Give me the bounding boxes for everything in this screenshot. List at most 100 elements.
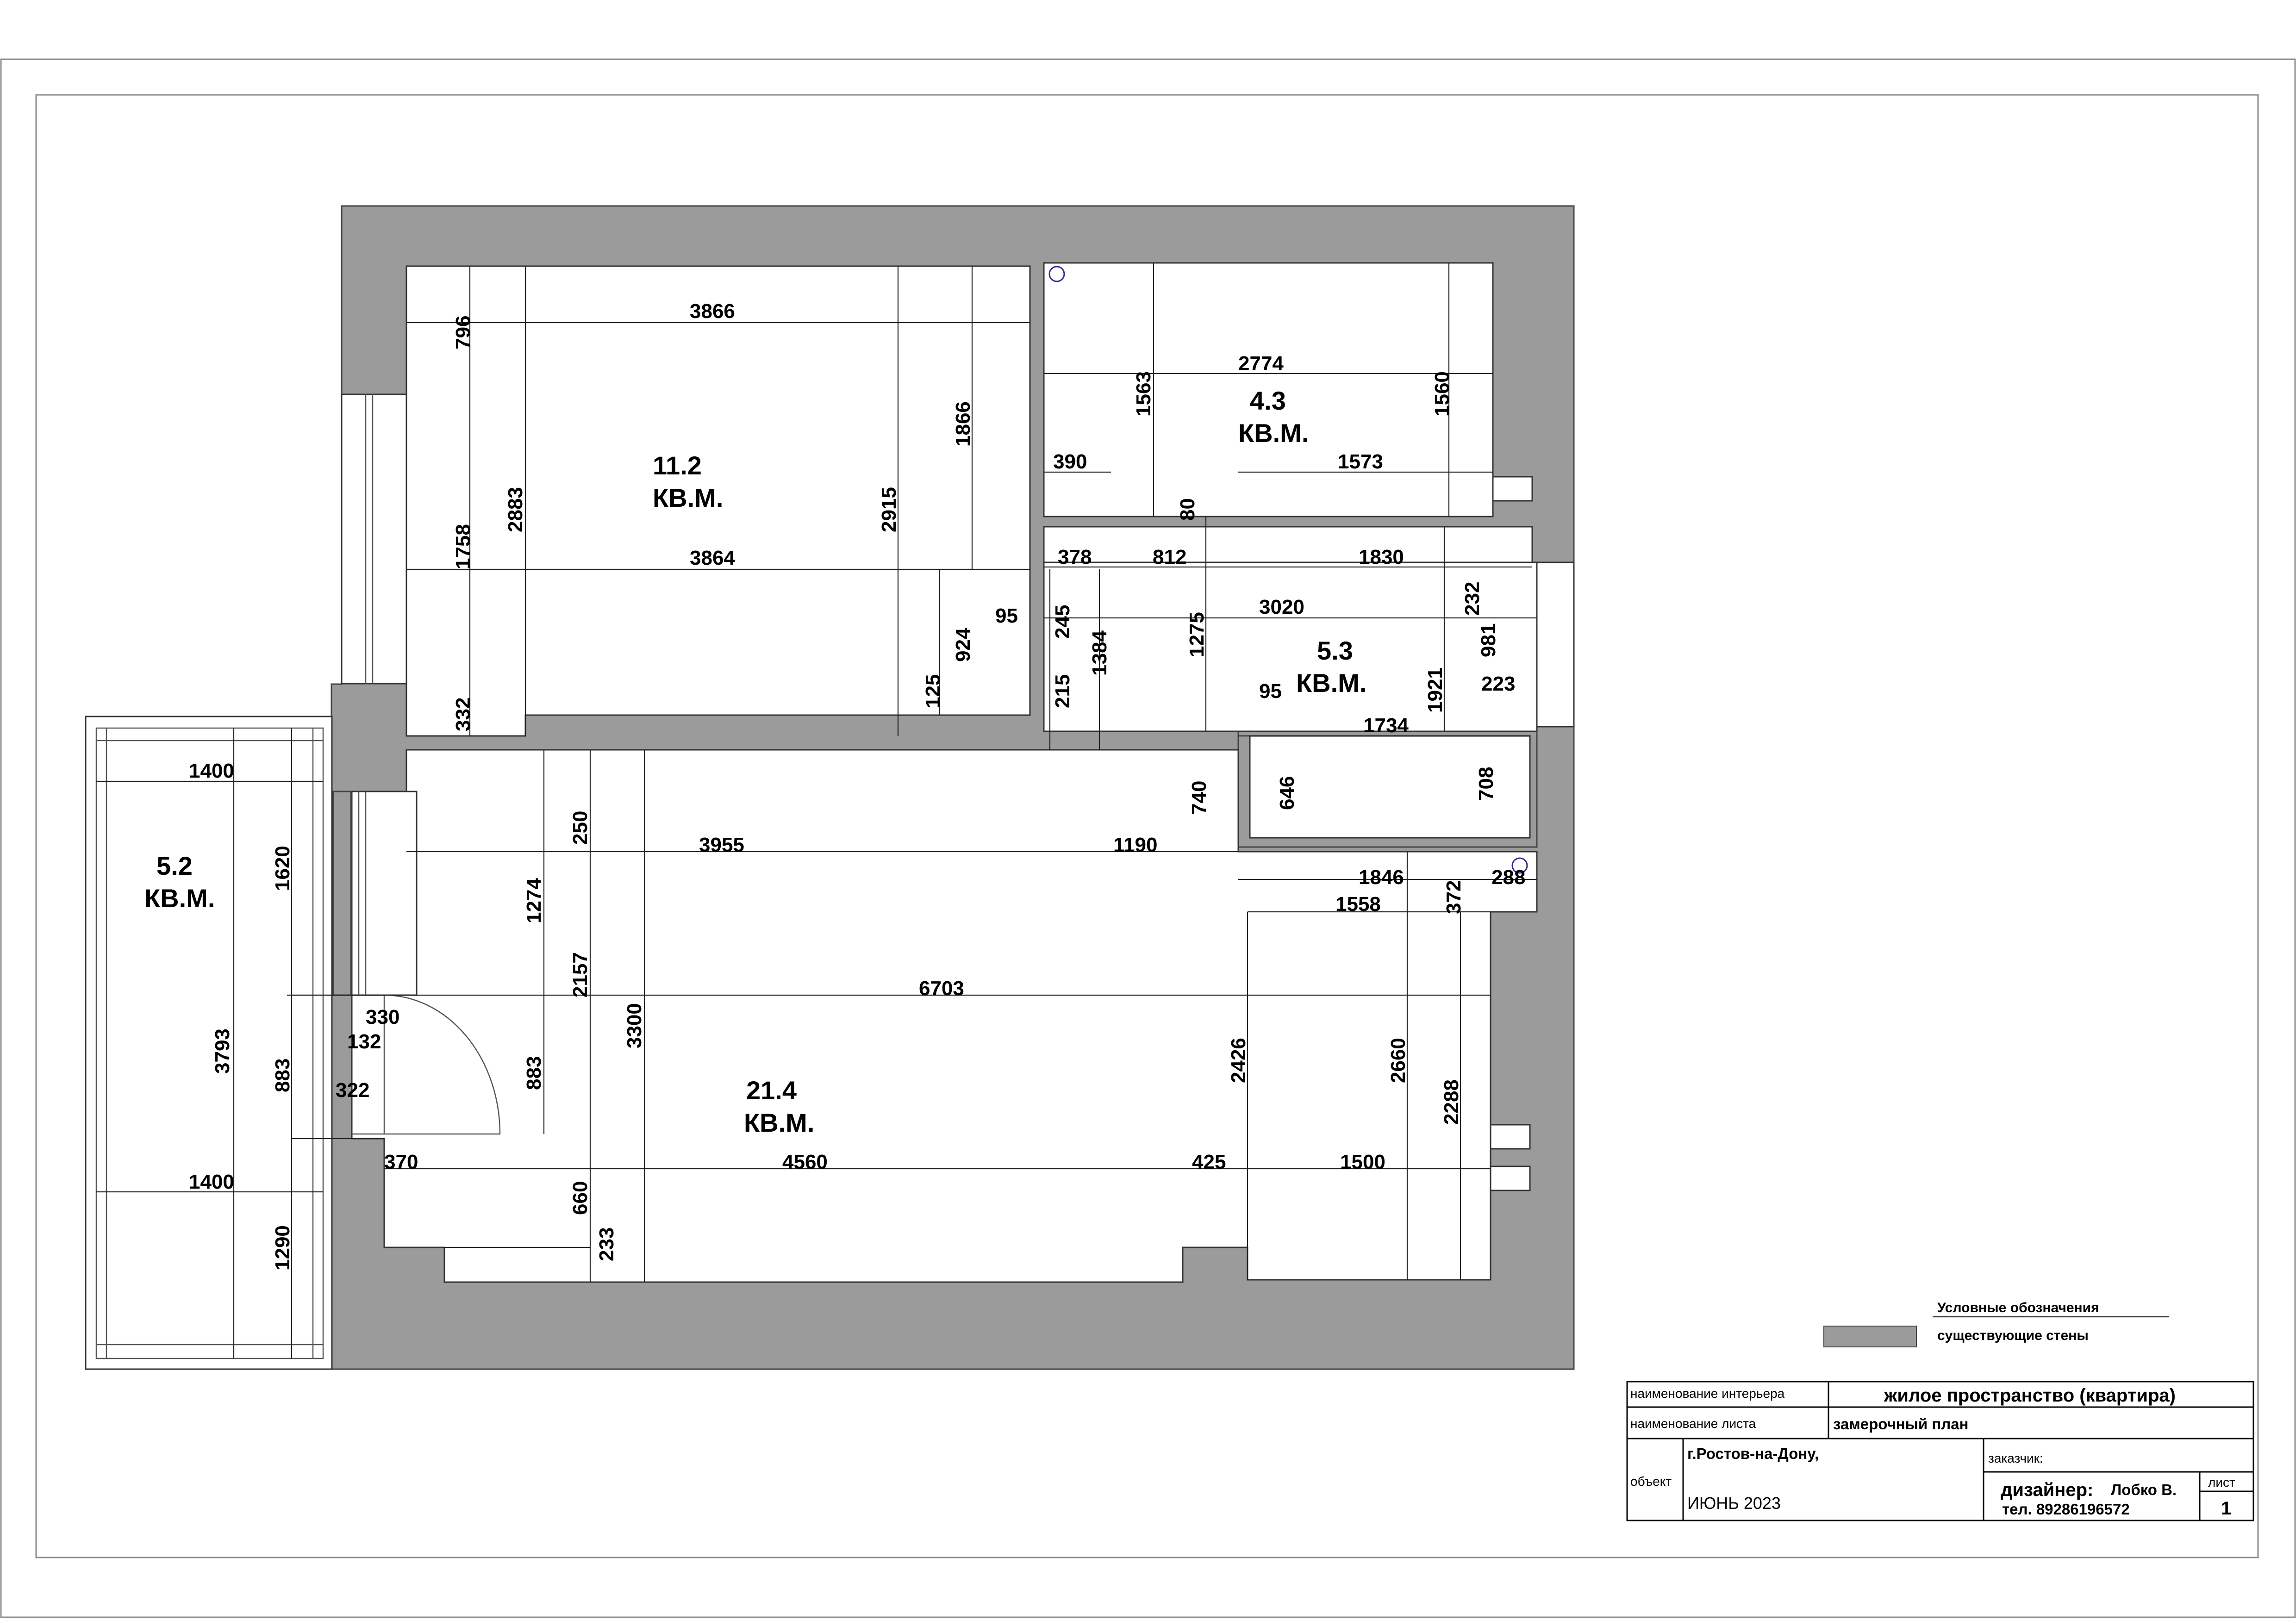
dim-1921: 1921 xyxy=(1424,667,1447,713)
dim-1290: 1290 xyxy=(271,1225,294,1271)
room-unit-5-3: КВ.М. xyxy=(1296,668,1366,698)
tb-designer-name: Лобко В. xyxy=(2111,1481,2177,1498)
dim-1400-a: 1400 xyxy=(189,760,234,782)
legend-wall-label: существующие стены xyxy=(1937,1328,2089,1343)
tb-object-label: объект xyxy=(1630,1474,1672,1489)
dim-3300: 3300 xyxy=(623,1003,646,1048)
dim-2288: 2288 xyxy=(1440,1079,1463,1125)
dim-2426: 2426 xyxy=(1227,1038,1250,1083)
tb-sheet-no-label: лист xyxy=(2208,1475,2235,1489)
inner-frame xyxy=(35,94,2259,1558)
room-area-21-4: 21.4 xyxy=(746,1076,797,1105)
dim-250: 250 xyxy=(569,811,592,845)
room-unit-21-4: КВ.М. xyxy=(744,1108,814,1137)
dim-1620: 1620 xyxy=(271,846,294,891)
dim-2883: 2883 xyxy=(504,487,527,532)
room-area-5-3: 5.3 xyxy=(1317,636,1353,665)
tb-date: ИЮНЬ 2023 xyxy=(1687,1494,1781,1513)
dim-1384: 1384 xyxy=(1088,630,1111,676)
dim-812: 812 xyxy=(1153,546,1186,568)
dim-2774: 2774 xyxy=(1238,352,1284,375)
dim-232: 232 xyxy=(1461,582,1484,616)
dim-1563: 1563 xyxy=(1132,371,1155,417)
dim-125: 125 xyxy=(922,674,944,708)
dim-6703: 6703 xyxy=(919,977,964,1000)
dim-1866: 1866 xyxy=(952,401,974,447)
dimension-lines xyxy=(96,263,1537,1358)
dim-390: 390 xyxy=(1053,450,1087,473)
tb-city: г.Ростов-на-Дону, xyxy=(1687,1445,1819,1462)
legend-title: Условные обозначения xyxy=(1937,1300,2099,1315)
tb-interior-label: наименование интерьера xyxy=(1630,1386,1785,1401)
dim-215: 215 xyxy=(1051,674,1074,708)
dim-1560: 1560 xyxy=(1431,371,1454,417)
tb-designer-label: дизайнер: xyxy=(2001,1480,2093,1500)
room-unit-5-2: КВ.М. xyxy=(144,884,215,913)
dim-425: 425 xyxy=(1192,1151,1226,1173)
dim-245: 245 xyxy=(1051,605,1074,639)
riser-marker-icon xyxy=(1048,266,1065,282)
room-unit-4-3: КВ.М. xyxy=(1238,418,1309,448)
dim-132: 132 xyxy=(347,1030,381,1053)
room-unit-11-2: КВ.М. xyxy=(653,483,723,512)
dim-1190: 1190 xyxy=(1113,834,1157,856)
dim-332: 332 xyxy=(452,698,474,731)
dim-4560: 4560 xyxy=(782,1151,828,1173)
door-swing xyxy=(384,994,501,1134)
dim-2915: 2915 xyxy=(878,487,900,532)
room-area-5-2: 5.2 xyxy=(156,851,193,880)
dim-740: 740 xyxy=(1188,781,1210,815)
dim-3955: 3955 xyxy=(699,834,744,856)
dim-981: 981 xyxy=(1477,623,1500,657)
dim-3866: 3866 xyxy=(690,300,735,323)
dim-3020: 3020 xyxy=(1259,596,1304,618)
dim-372: 372 xyxy=(1442,880,1465,914)
dim-1573: 1573 xyxy=(1338,450,1383,473)
outer-frame xyxy=(0,58,2296,1618)
dim-3793: 3793 xyxy=(211,1028,234,1074)
rooms xyxy=(332,262,1575,1283)
room-labels: 11.2 КВ.М. 4.3 КВ.М. 5.3 КВ.М. 5.2 КВ.М.… xyxy=(144,386,1366,1137)
dim-1274: 1274 xyxy=(523,878,545,923)
title-block: наименование интерьера жилое пространств… xyxy=(1626,1381,2254,1521)
dim-1734: 1734 xyxy=(1363,714,1409,737)
dim-883-a: 883 xyxy=(271,1059,294,1092)
dim-95-a: 95 xyxy=(995,604,1018,627)
dim-2157: 2157 xyxy=(569,952,592,997)
dim-796: 796 xyxy=(452,316,474,349)
dim-95-b: 95 xyxy=(1259,680,1282,703)
dim-1400-b: 1400 xyxy=(189,1171,234,1193)
tb-customer-label: заказчик: xyxy=(1988,1451,2043,1465)
dim-223: 223 xyxy=(1481,673,1515,695)
dim-1758: 1758 xyxy=(452,524,474,569)
dim-883-b: 883 xyxy=(523,1056,545,1090)
dim-322: 322 xyxy=(336,1079,369,1102)
dim-1275: 1275 xyxy=(1185,612,1208,657)
dim-924: 924 xyxy=(952,628,974,662)
room-area-4-3: 4.3 xyxy=(1250,386,1286,415)
dim-1830: 1830 xyxy=(1359,546,1404,568)
dim-1846: 1846 xyxy=(1359,866,1404,889)
dimension-labels: 3866 796 2883 2915 1866 1758 3864 332 92… xyxy=(189,300,1525,1271)
tb-phone: тел. 89286196572 xyxy=(2002,1501,2130,1518)
dim-660: 660 xyxy=(569,1181,592,1215)
dim-708: 708 xyxy=(1475,767,1497,801)
dim-233: 233 xyxy=(595,1227,618,1261)
dim-330: 330 xyxy=(366,1006,399,1028)
balcony xyxy=(85,716,333,1370)
room-area-11-2: 11.2 xyxy=(653,451,702,480)
tb-sheet-label: наименование листа xyxy=(1630,1416,1756,1431)
dim-80: 80 xyxy=(1176,498,1199,521)
tb-sheet-value: замерочный план xyxy=(1833,1415,1969,1433)
dim-288: 288 xyxy=(1491,866,1525,889)
tb-interior-value: жилое пространство (квартира) xyxy=(1884,1385,2176,1406)
legend: Условные обозначения существующие стены xyxy=(1823,1300,2169,1347)
dim-3864: 3864 xyxy=(690,547,735,569)
riser-marker-icon xyxy=(1511,857,1528,874)
dim-378: 378 xyxy=(1058,546,1092,568)
dim-370: 370 xyxy=(384,1151,418,1173)
dim-646: 646 xyxy=(1276,776,1298,810)
dim-2660: 2660 xyxy=(1387,1038,1410,1083)
tb-sheet-no: 1 xyxy=(2221,1498,2231,1519)
